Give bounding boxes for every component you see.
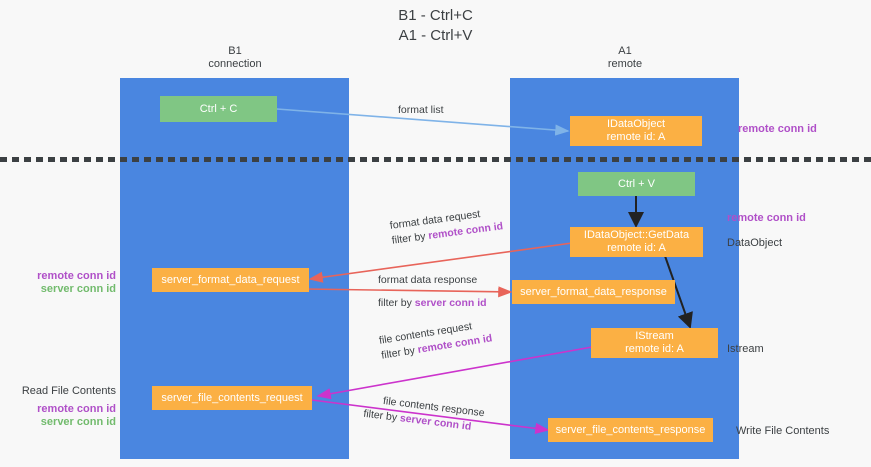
edge-label-file-contents-response: file contents response filter by server … — [363, 394, 486, 436]
edge-label-file-contents-request: file contents request filter by remote c… — [378, 316, 493, 363]
filter-by-prefix: filter by — [391, 230, 430, 247]
edge-label-format-list: format list — [398, 103, 444, 118]
annotation-right-remote-conn-id-top: remote conn id — [738, 123, 817, 135]
edge-label-format-data-response-line2: filter by server conn id — [378, 296, 487, 311]
annotation-right-remote-conn-id-mid: remote conn id — [727, 212, 806, 224]
annotation-left-remote-conn-id-bottom: remote conn id — [37, 403, 116, 415]
filter-by-prefix: filter by — [362, 407, 401, 425]
section-divider — [0, 157, 871, 162]
annotation-left-server-conn-id-mid: server conn id — [40, 283, 116, 295]
node-idataobject-getdata[interactable]: IDataObject::GetData remote id: A — [570, 227, 703, 257]
annotation-right-istream: Istream — [727, 343, 764, 355]
node-ctrl-v[interactable]: Ctrl + V — [578, 172, 695, 196]
node-server-file-contents-response[interactable]: server_file_contents_response — [548, 418, 713, 442]
diagram-title: B1 - Ctrl+C A1 - Ctrl+V — [398, 7, 473, 44]
annotation-right-write-file-contents: Write File Contents — [736, 425, 830, 437]
server-conn-id-key: server conn id — [414, 297, 487, 309]
node-server-format-data-request[interactable]: server_format_data_request — [152, 268, 309, 292]
edge-label-format-data-response-line1: format data response — [378, 274, 478, 286]
node-idataobject-remote[interactable]: IDataObject remote id: A — [570, 116, 702, 146]
edge-label-format-list-text: format list — [398, 104, 444, 116]
node-istream[interactable]: IStream remote id: A — [591, 328, 718, 358]
edge-label-format-data-response: format data response filter by server co… — [378, 273, 487, 311]
column-header-b1: B1 connection — [208, 45, 262, 70]
node-server-file-contents-request[interactable]: server_file_contents_request — [152, 386, 312, 410]
annotation-left-server-conn-id-bottom: server conn id — [40, 416, 116, 428]
filter-by-prefix: filter by — [378, 297, 415, 309]
edge-label-format-data-request: format data request filter by remote con… — [389, 204, 504, 248]
column-header-a1: A1 remote — [607, 45, 643, 70]
annotation-left-read-file-contents: Read File Contents — [21, 385, 116, 397]
annotation-right-dataobject: DataObject — [727, 237, 783, 249]
node-ctrl-c[interactable]: Ctrl + C — [160, 96, 277, 122]
annotation-left-remote-conn-id-mid: remote conn id — [37, 270, 116, 282]
node-server-format-data-response[interactable]: server_format_data_response — [512, 280, 675, 304]
